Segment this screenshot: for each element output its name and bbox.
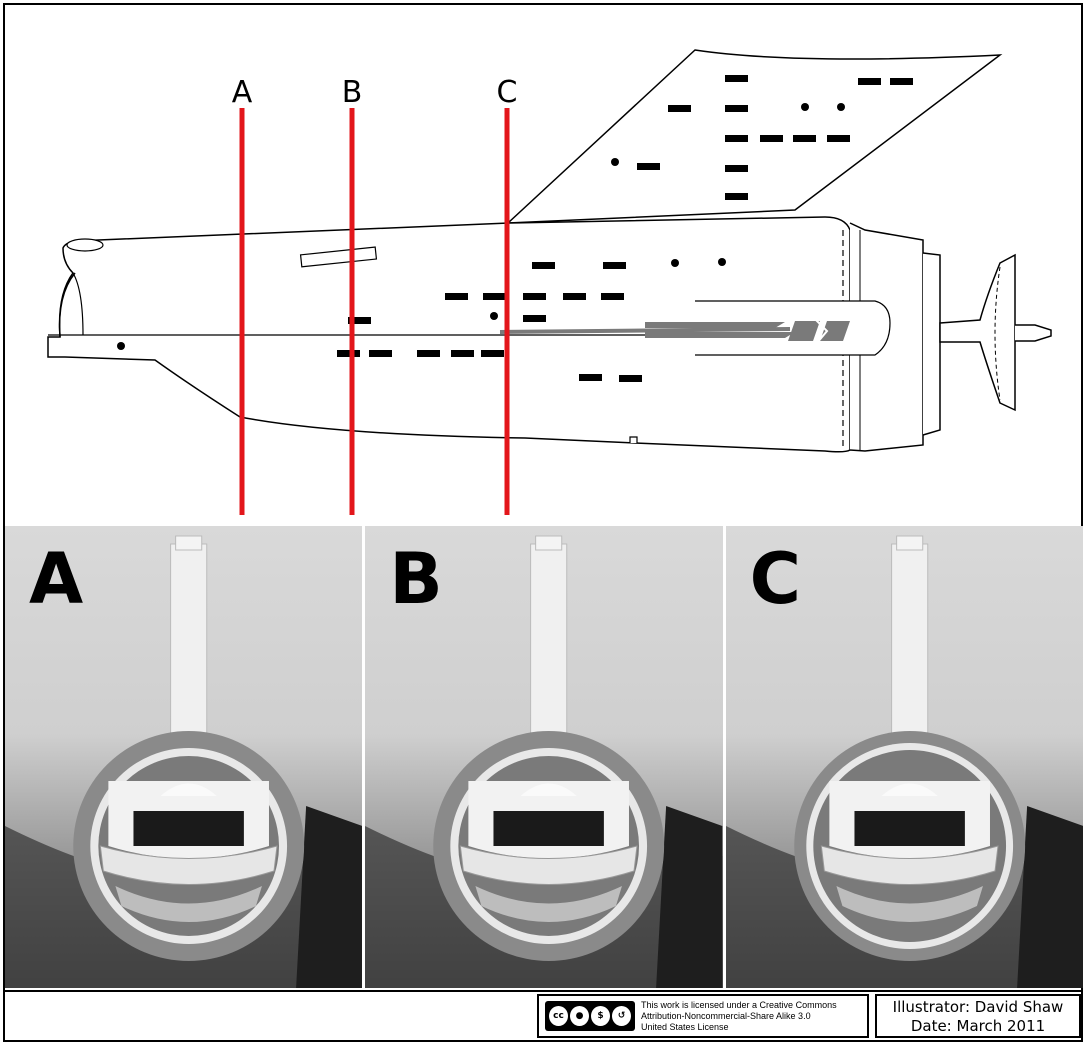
photo-panel-a: A <box>5 526 363 988</box>
wing-outline <box>505 49 1003 224</box>
panel-dash <box>668 105 691 112</box>
cross-section-photos: A B C <box>5 526 1083 988</box>
tail-notch <box>629 436 638 443</box>
panel-dash <box>579 374 602 381</box>
panel-dash <box>725 75 748 82</box>
photo-label-a: A <box>29 538 84 620</box>
panel-dash <box>532 262 555 269</box>
license-box: cc ● $ ↺ This work is licensed under a C… <box>537 994 869 1038</box>
panel-dash <box>760 135 783 142</box>
nc-icon: $ <box>590 1005 611 1027</box>
fuselage-diagram: A B C <box>47 49 1052 515</box>
license-line-1: This work is licensed under a Creative C… <box>641 999 837 1010</box>
illustrator-credit: Illustrator: David Shaw <box>892 998 1064 1016</box>
footer: cc ● $ ↺ This work is licensed under a C… <box>5 990 1083 1040</box>
photo-panel-c: C <box>725 526 1083 988</box>
cross-section-illustration <box>725 535 1083 988</box>
panel-dash <box>725 135 748 142</box>
exhaust-stripe <box>499 327 791 334</box>
panel-dash <box>481 350 504 357</box>
pitot-head <box>66 238 104 252</box>
panel-dot <box>490 312 498 320</box>
panel-dash <box>827 135 850 142</box>
cc-license-badge[interactable]: cc ● $ ↺ <box>545 1001 635 1031</box>
panel-dash <box>725 105 748 112</box>
panel-dash <box>483 293 506 300</box>
cross-section-illustration <box>365 535 723 988</box>
sa-icon: ↺ <box>611 1005 632 1027</box>
canopy <box>58 272 76 338</box>
section-label-c: C <box>497 75 518 110</box>
panel-dash <box>563 293 586 300</box>
panel-dash <box>725 165 748 172</box>
panel-dash <box>890 78 913 85</box>
photo-label-c: C <box>749 538 802 620</box>
panel-dash <box>445 293 468 300</box>
panel-dash <box>603 262 626 269</box>
panel-dash <box>369 350 392 357</box>
photo-panel-b: B <box>365 526 723 988</box>
panel-dot <box>611 158 619 166</box>
propeller-tip <box>1015 324 1052 342</box>
prop-dash <box>994 266 1001 401</box>
side-window <box>299 246 378 268</box>
date-credit: Date: March 2011 <box>910 1017 1046 1035</box>
propeller-spinner <box>939 253 1016 412</box>
section-label-b: B <box>342 75 363 110</box>
exhaust-flash <box>645 321 850 341</box>
panel-dash <box>725 193 748 200</box>
exhaust-fairing <box>695 300 891 356</box>
canopy-frame <box>72 272 84 336</box>
panel-dash <box>451 350 474 357</box>
credit-box: Illustrator: David Shaw Date: March 2011 <box>875 994 1081 1038</box>
panel-dot <box>718 258 726 266</box>
cross-section-illustration <box>5 535 363 988</box>
by-icon: ● <box>569 1005 590 1027</box>
photo-label-b: B <box>389 538 443 620</box>
panel-dash <box>523 315 546 322</box>
exhaust-chevron <box>814 318 829 344</box>
panel-dash <box>637 163 660 170</box>
license-line-3: United States License <box>641 1021 729 1032</box>
panel-dash <box>793 135 816 142</box>
panel-dash <box>348 317 371 324</box>
panel-dash <box>523 293 546 300</box>
section-label-a: A <box>232 75 253 110</box>
license-line-2: Attribution-Noncommercial-Share Alike 3.… <box>641 1010 811 1021</box>
panel-dash <box>619 375 642 382</box>
license-text: This work is licensed under a Creative C… <box>641 1000 837 1033</box>
panel-dot <box>117 342 125 350</box>
section-lines: A B C <box>232 75 518 515</box>
panel-dash <box>601 293 624 300</box>
panel-dot <box>801 103 809 111</box>
panel-dot <box>837 103 845 111</box>
panel-markings <box>117 75 913 382</box>
cowl-ring <box>922 252 941 436</box>
panel-dash <box>417 350 440 357</box>
cc-icon: cc <box>548 1005 569 1027</box>
panel-dash <box>858 78 881 85</box>
panel-dot <box>671 259 679 267</box>
panel-dash <box>337 350 360 357</box>
